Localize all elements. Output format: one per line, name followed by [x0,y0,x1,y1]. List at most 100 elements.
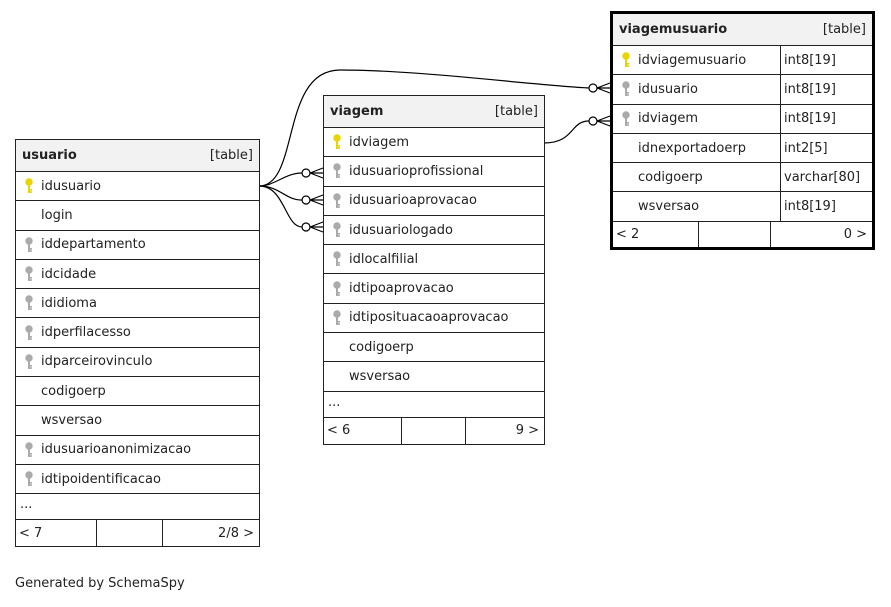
column-row[interactable]: idusuario [16,172,259,202]
column-row[interactable]: idviagem int8[19] [613,104,872,134]
edge-usuario-viagem-logado [258,185,303,228]
foreign-key-icon [16,348,41,376]
footer-children[interactable]: 2/8 > [218,525,254,541]
foreign-key-icon [16,289,41,317]
table-footer: < 7 2/8 > [16,520,259,547]
column-name: codigoerp [41,383,106,399]
table-type: [table] [209,148,253,163]
column-list: idviagem idusuarioprofissional idusuarioap… [324,128,544,392]
column-row[interactable]: idlocalfilial [324,245,544,275]
foreign-key-icon [324,274,349,302]
crow-foot [596,115,611,127]
crow-foot [309,221,324,233]
edge-end-circle [301,168,311,178]
column-spacer [613,163,638,191]
column-name: idviagem [638,111,699,127]
column-spacer [613,134,638,162]
foreign-key-icon [16,231,41,259]
column-spacer [324,333,349,361]
column-row[interactable]: idviagem [324,128,544,158]
column-row[interactable]: idtipoaprovacao [324,274,544,304]
generated-by-label: Generated by SchemaSpy [15,576,185,591]
footer-children[interactable]: 9 > [515,423,539,439]
edge-end-circle [301,222,311,232]
column-row[interactable]: iddepartamento [16,231,259,260]
column-spacer [613,192,638,220]
column-name: iddepartamento [41,237,146,253]
column-type: int8[19] [780,46,872,75]
footer-spacer [97,520,163,547]
footer-spacer [402,417,466,444]
column-row[interactable]: idusuariologado [324,216,544,246]
column-name: idparceirovinculo [41,354,153,370]
table-header: usuario [table] [16,140,259,172]
crow-foot [309,194,324,206]
foreign-key-icon [16,318,41,346]
footer-spacer [699,221,771,247]
column-name: login [41,207,73,223]
table-header: viagemusuario [table] [613,14,872,46]
column-row[interactable]: codigoerp [16,377,259,407]
column-name: codigoerp [349,339,414,355]
column-row[interactable]: idtipoidentificacao [16,465,259,495]
column-name: idperfilacesso [41,325,131,341]
column-row[interactable]: idtiposituacaoaprovacao [324,304,544,334]
column-name: idusuarioaprovacao [349,193,477,209]
primary-key-icon [613,46,638,74]
column-row[interactable]: idparceirovinculo [16,348,259,378]
column-name: idusuario [638,81,698,97]
column-row[interactable]: codigoerp [324,333,544,363]
footer-parents[interactable]: < 6 [324,417,402,444]
column-row[interactable]: ididioma [16,289,259,319]
column-name: idusuarioprofissional [349,163,484,179]
column-name: idtipoaprovacao [349,281,454,297]
edge-viagem-viagemusuario [543,120,591,144]
footer-parents[interactable]: < 2 [613,221,699,247]
footer-children[interactable]: 0 > [843,226,867,242]
column-name: idusuariologado [349,222,453,238]
column-spacer [324,362,349,390]
column-spacer [16,201,41,229]
table-usuario[interactable]: usuario [table] idusuario login iddepartam… [15,139,260,548]
column-name: codigoerp [638,169,703,185]
primary-key-icon [324,128,349,156]
column-row[interactable]: wsversao [16,406,259,436]
table-viagem[interactable]: viagem [table] idviagem idusuarioprofissi… [323,95,545,445]
column-row[interactable]: wsversao [324,362,544,392]
column-row[interactable]: idcidade [16,260,259,290]
column-spacer [16,377,41,405]
foreign-key-icon [613,105,638,133]
column-spacer [16,406,41,434]
crow-foot [596,82,611,94]
column-type: int8[19] [780,104,872,133]
column-name: idnexportadoerp [638,140,746,156]
foreign-key-icon [16,260,41,288]
foreign-key-icon [324,304,349,332]
table-type: [table] [822,22,866,37]
table-name: usuario [22,148,77,163]
table-header: viagem [table] [324,96,544,128]
foreign-key-icon [324,216,349,244]
column-row[interactable]: idusuarioanonimizacao [16,436,259,465]
primary-key-icon [16,172,41,200]
edge-usuario-viagem-profissional [258,172,303,187]
edge-usuario-viagemusuario [258,69,591,187]
column-row[interactable]: idperfilacesso [16,318,259,348]
column-name: idusuario [41,178,101,194]
column-row[interactable]: idusuarioaprovacao [324,187,544,216]
footer-parents[interactable]: < 7 [16,520,97,547]
column-name: wsversao [638,199,700,215]
foreign-key-icon [324,157,349,185]
column-name: wsversao [41,413,103,429]
column-row[interactable]: login [16,201,259,231]
column-row[interactable]: idusuarioprofissional [324,157,544,187]
column-name: idlocalfilial [349,251,419,267]
